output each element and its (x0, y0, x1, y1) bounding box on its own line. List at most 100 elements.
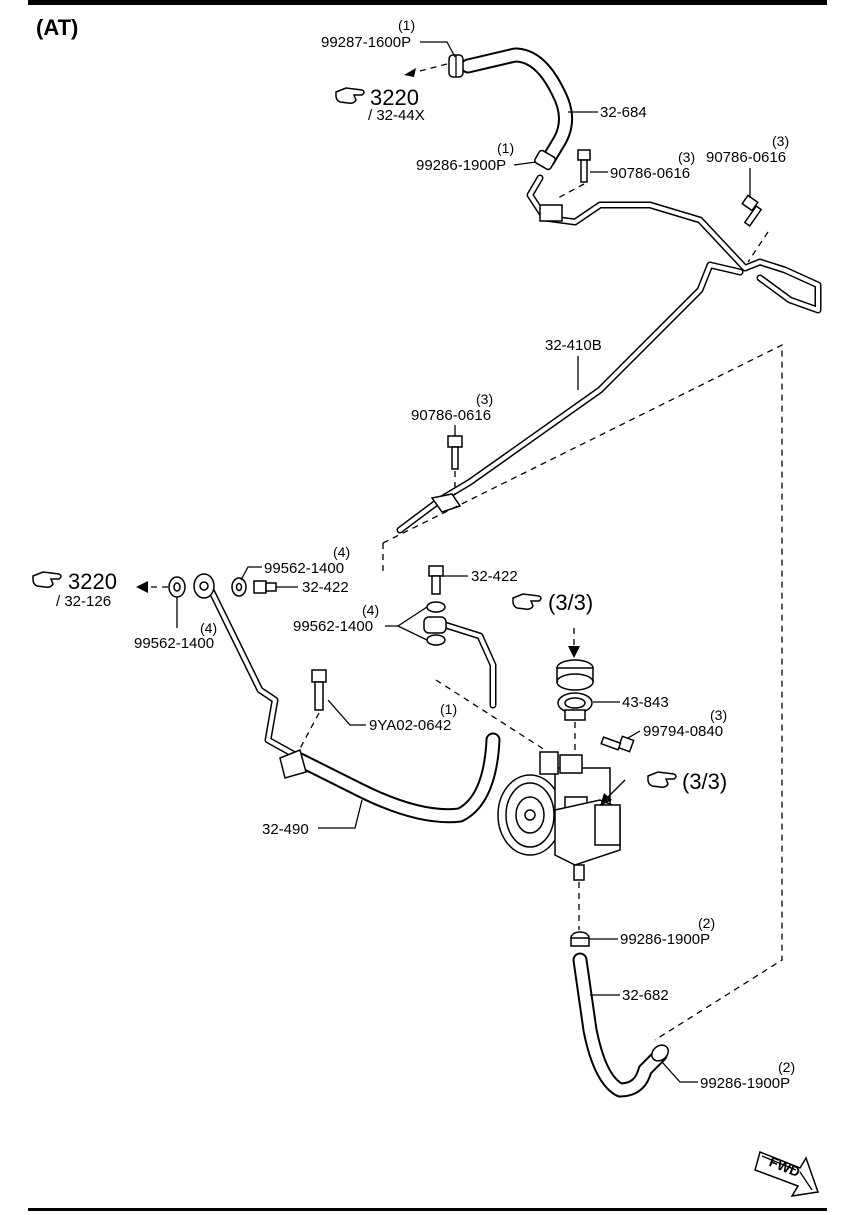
fwd-arrow-icon: FWD (754, 1150, 820, 1197)
svg-text:90786-0616: 90786-0616 (706, 149, 786, 166)
svg-text:32-410B: 32-410B (545, 337, 602, 354)
hose-32-684[interactable] (460, 47, 573, 168)
ref-3-3-pump[interactable]: (3/3) (647, 769, 727, 794)
pipe-upper[interactable] (526, 174, 822, 314)
clamp-99286-1900p-mid[interactable] (534, 149, 557, 171)
arrow-icon (136, 581, 148, 593)
bolt-9ya02-0642[interactable] (311, 669, 327, 711)
pointing-hand-icon (512, 593, 542, 610)
callout-99794-0840: (3) 99794-0840 (627, 707, 727, 740)
callout-99286-1900p-bottom: (2) 99286-1900P (661, 1059, 795, 1092)
pipe-32-410b[interactable] (396, 261, 744, 534)
svg-text:32-422: 32-422 (471, 568, 518, 585)
svg-text:9YA02-0642: 9YA02-0642 (369, 717, 451, 734)
svg-text:/ 32-44X: / 32-44X (368, 107, 425, 124)
bottom-border (28, 1208, 827, 1211)
clamp-99287-1600p[interactable] (448, 54, 464, 78)
arrow-icon (568, 646, 580, 658)
svg-text:90786-0616: 90786-0616 (610, 165, 690, 182)
bracket-lower (430, 493, 462, 513)
callout-32-682: 32-682 (590, 987, 669, 1004)
callout-99562-1400-b: (4) 99562-1400 (240, 544, 350, 581)
svg-text:99286-1900P: 99286-1900P (620, 931, 710, 948)
ref-3-3-reservoir[interactable]: (3/3) (512, 590, 593, 615)
svg-text:(1): (1) (398, 17, 415, 33)
oring-43-843[interactable] (557, 692, 593, 721)
pointing-hand-icon (32, 571, 62, 588)
svg-text:(3): (3) (772, 133, 789, 149)
callout-9ya02-0642: (1) 9YA02-0642 (327, 699, 457, 734)
svg-text:3220: 3220 (68, 569, 117, 594)
ref-3220-top[interactable]: 3220 / 32-44X (335, 85, 425, 124)
top-border (28, 0, 827, 5)
svg-text:(3): (3) (678, 149, 695, 165)
svg-text:(4): (4) (362, 602, 379, 618)
bolt-90786-0616-b[interactable] (741, 194, 763, 227)
callout-90786-0616-b: (3) 90786-0616 (706, 133, 789, 198)
bracket-pipe (279, 748, 307, 779)
leader-line (557, 183, 585, 199)
pipe-32-490[interactable] (206, 584, 501, 824)
callout-32-410b: 32-410B (545, 337, 602, 390)
svg-text:/ 32-126: / 32-126 (56, 593, 111, 610)
callout-32-684: 32-684 (568, 104, 647, 121)
svg-text:99562-1400: 99562-1400 (264, 560, 344, 577)
svg-text:99287-1600P: 99287-1600P (321, 34, 411, 51)
svg-text:99794-0840: 99794-0840 (643, 723, 723, 740)
svg-text:3220: 3220 (370, 85, 419, 110)
svg-text:(1): (1) (497, 140, 514, 156)
svg-text:99562-1400: 99562-1400 (293, 618, 373, 635)
leader-line (604, 779, 626, 801)
washer-99562-1400-b[interactable] (231, 577, 247, 597)
svg-text:99286-1900P: 99286-1900P (416, 157, 506, 174)
callout-32-422-left: 32-422 (276, 579, 349, 596)
clamp-99286-1900p-pump[interactable] (570, 931, 590, 947)
svg-text:(3/3): (3/3) (682, 769, 727, 794)
svg-text:(2): (2) (778, 1059, 795, 1075)
reservoir-cap[interactable] (556, 659, 594, 691)
svg-text:32-490: 32-490 (262, 821, 309, 838)
callout-32-490: 32-490 (262, 799, 363, 838)
svg-text:90786-0616: 90786-0616 (411, 407, 491, 424)
svg-text:(4): (4) (200, 620, 217, 636)
callout-90786-0616-c: (3) 90786-0616 (411, 391, 493, 436)
diagram-title: (AT) (36, 15, 78, 40)
svg-text:32-682: 32-682 (622, 987, 669, 1004)
bracket-upper (539, 204, 563, 222)
banjo-right[interactable] (423, 616, 447, 634)
callout-32-422-right: 32-422 (443, 568, 518, 585)
dash-connector (382, 343, 783, 1041)
arrow-icon (404, 68, 416, 77)
callout-99562-1400-a: (4) 99562-1400 (134, 597, 217, 652)
callout-43-843: 43-843 (593, 694, 669, 711)
callout-90786-0616-a: (3) 90786-0616 (590, 149, 695, 182)
svg-text:(2): (2) (698, 915, 715, 931)
pointing-hand-icon (335, 87, 365, 104)
callout-99286-1900p-mid: (1) 99286-1900P (416, 140, 537, 174)
svg-text:32-422: 32-422 (302, 579, 349, 596)
svg-text:99562-1400: 99562-1400 (134, 635, 214, 652)
hose-32-682[interactable] (572, 952, 668, 1098)
svg-text:(3): (3) (476, 391, 493, 407)
bolt-99794-0840[interactable] (600, 735, 635, 753)
ref-3220-left[interactable]: 3220 / 32-126 (32, 569, 117, 610)
bolt-90786-0616-a[interactable] (577, 149, 591, 183)
svg-text:32-684: 32-684 (600, 104, 647, 121)
union-bolt-32-422-right[interactable] (428, 565, 444, 595)
washer-99562-1400-right[interactable] (426, 601, 446, 646)
callout-99286-1900p-pump: (2) 99286-1900P (590, 915, 715, 948)
svg-text:(1): (1) (440, 701, 457, 717)
washer-99562-1400-a[interactable] (168, 576, 186, 598)
svg-text:(3/3): (3/3) (548, 590, 593, 615)
bolt-90786-0616-c[interactable] (447, 435, 463, 470)
clamp-99286-1900p-bottom[interactable] (649, 1042, 672, 1064)
svg-text:43-843: 43-843 (622, 694, 669, 711)
union-bolt-32-422-left[interactable] (253, 580, 277, 594)
pointing-hand-icon (647, 771, 677, 788)
callout-99562-1400-right: (4) 99562-1400 (293, 602, 428, 641)
power-steering-pump[interactable] (497, 751, 621, 881)
svg-text:(4): (4) (333, 544, 350, 560)
banjo-left[interactable] (193, 573, 215, 599)
callout-99287-1600p: (1) 99287-1600P (321, 17, 456, 58)
